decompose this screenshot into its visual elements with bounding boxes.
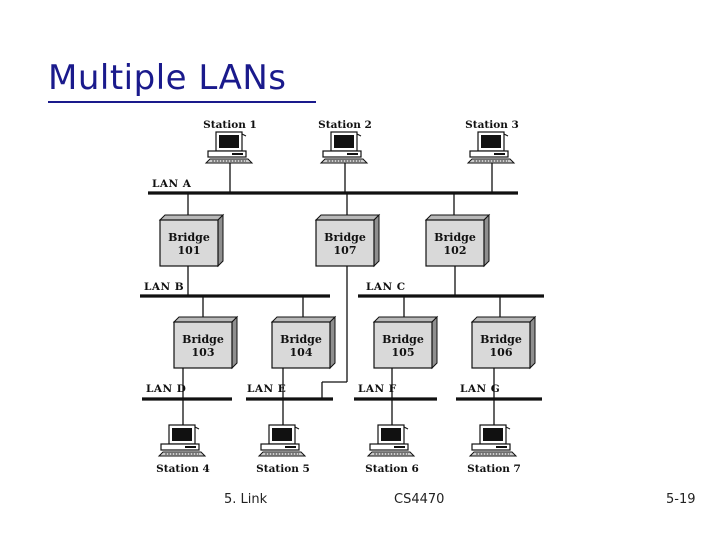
station-1: Station 1 [203,119,257,193]
lan-label: LAN F [358,383,397,395]
station-3: Station 3 [465,119,519,193]
bridge-box [315,219,375,267]
lan-f: LAN F [354,383,437,401]
station-2: Station 2 [318,119,372,193]
bridge-number: 105 [392,346,415,359]
lan-a: LAN A [148,178,518,195]
footer-section: 5. Link [224,492,268,507]
computer-icon [204,131,254,164]
station-label: Station 4 [156,463,210,475]
title-underline [48,101,316,103]
computer-icon [468,424,518,457]
station-6: Station 6 [365,399,419,475]
lan-g: LAN G [456,383,542,401]
bridge-label: Bridge [382,333,424,346]
bridge-box [373,321,433,369]
station-7: Station 7 [467,399,521,475]
computer-icon [466,131,516,164]
computer-icon [366,424,416,457]
station-label: Station 5 [256,463,310,475]
lan-label: LAN E [247,383,286,395]
lan-label: LAN D [146,383,186,395]
bridge-label: Bridge [182,333,224,346]
lan-label: LAN C [366,281,406,293]
station-label: Station 1 [203,119,257,131]
bridge-number: 102 [444,244,467,257]
lan-b: LAN B [140,281,330,298]
lan-c: LAN C [358,281,544,298]
bridge-107-link [321,266,348,399]
station-label: Station 3 [465,119,519,131]
bridge-number: 106 [490,346,513,359]
bridge-number: 101 [178,244,201,257]
lan-d: LAN D [142,383,232,401]
bridge-number: 104 [290,346,313,359]
slide-title: Multiple LANs [48,58,287,98]
lan-label: LAN G [460,383,500,395]
bridge-number: 103 [192,346,215,359]
bridge-label: Bridge [280,333,322,346]
station-4: Station 4 [156,399,210,475]
lan-label: LAN B [144,281,184,293]
bridge-label: Bridge [434,231,476,244]
bridge-number: 107 [334,244,357,257]
computer-icon [257,424,307,457]
bridge-label: Bridge [168,231,210,244]
bridge-box [425,219,485,267]
station-label: Station 7 [467,463,521,475]
computer-icon [157,424,207,457]
bridge-box [173,321,233,369]
footer-page-number: 5-19 [666,492,696,507]
station-5: Station 5 [256,399,310,475]
bridge-box [471,321,531,369]
footer-course: CS4470 [394,492,445,507]
bridge-label: Bridge [480,333,522,346]
bridge-label: Bridge [324,231,366,244]
lan-label: LAN A [152,178,192,190]
station-label: Station 6 [365,463,419,475]
bridge-box [271,321,331,369]
lan-e: LAN E [246,383,333,401]
station-label: Station 2 [318,119,372,131]
computer-icon [319,131,369,164]
bridge-box [159,219,219,267]
